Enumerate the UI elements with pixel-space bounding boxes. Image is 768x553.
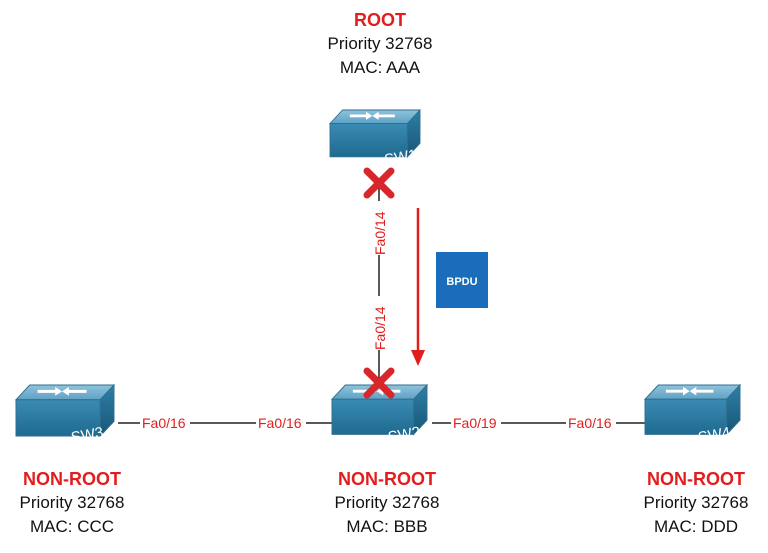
switch-sw1-label: SW1 (383, 146, 418, 168)
sw3-priority: Priority 32768 (19, 493, 125, 512)
sw4-priority: Priority 32768 (643, 493, 749, 512)
port-sw2-fa0-16: Fa0/16 (258, 415, 302, 431)
bpdu-direction-arrow-icon (411, 208, 425, 366)
switch-sw2-label: SW2 (387, 424, 422, 446)
sw2-mac: MAC: BBB (346, 517, 428, 536)
blocked-port-x-icon-sw1 (363, 167, 395, 199)
port-sw1-fa0-14: Fa0/14 (372, 211, 388, 255)
sw2-role: NON-ROOT (338, 469, 436, 489)
sw1-mac: MAC: AAA (339, 58, 421, 77)
bpdu-box (436, 252, 488, 308)
port-sw2-fa0-14: Fa0/14 (372, 306, 388, 350)
sw4-info: NON-ROOT Priority 32768 MAC: DDD (596, 467, 768, 539)
sw2-priority: Priority 32768 (334, 493, 440, 512)
port-sw4-fa0-16: Fa0/16 (568, 415, 612, 431)
port-sw2-fa0-19: Fa0/19 (453, 415, 497, 431)
sw2-info: NON-ROOT Priority 32768 MAC: BBB (287, 467, 487, 539)
sw4-mac: MAC: DDD (653, 517, 739, 536)
switch-sw4-label: SW4 (697, 424, 732, 446)
switch-sw3-label: SW3 (70, 424, 105, 446)
sw1-role: ROOT (354, 10, 406, 30)
bpdu-label: BPDU (446, 276, 477, 288)
sw4-role: NON-ROOT (647, 469, 745, 489)
sw3-mac: MAC: CCC (29, 517, 115, 536)
sw1-info: ROOT Priority 32768 MAC: AAA (280, 8, 480, 80)
sw1-priority: Priority 32768 (327, 34, 433, 53)
sw3-info: NON-ROOT Priority 32768 MAC: CCC (0, 467, 172, 539)
sw3-role: NON-ROOT (23, 469, 121, 489)
blocked-port-x-icon-sw2 (363, 367, 395, 399)
port-sw3-fa0-16: Fa0/16 (142, 415, 186, 431)
